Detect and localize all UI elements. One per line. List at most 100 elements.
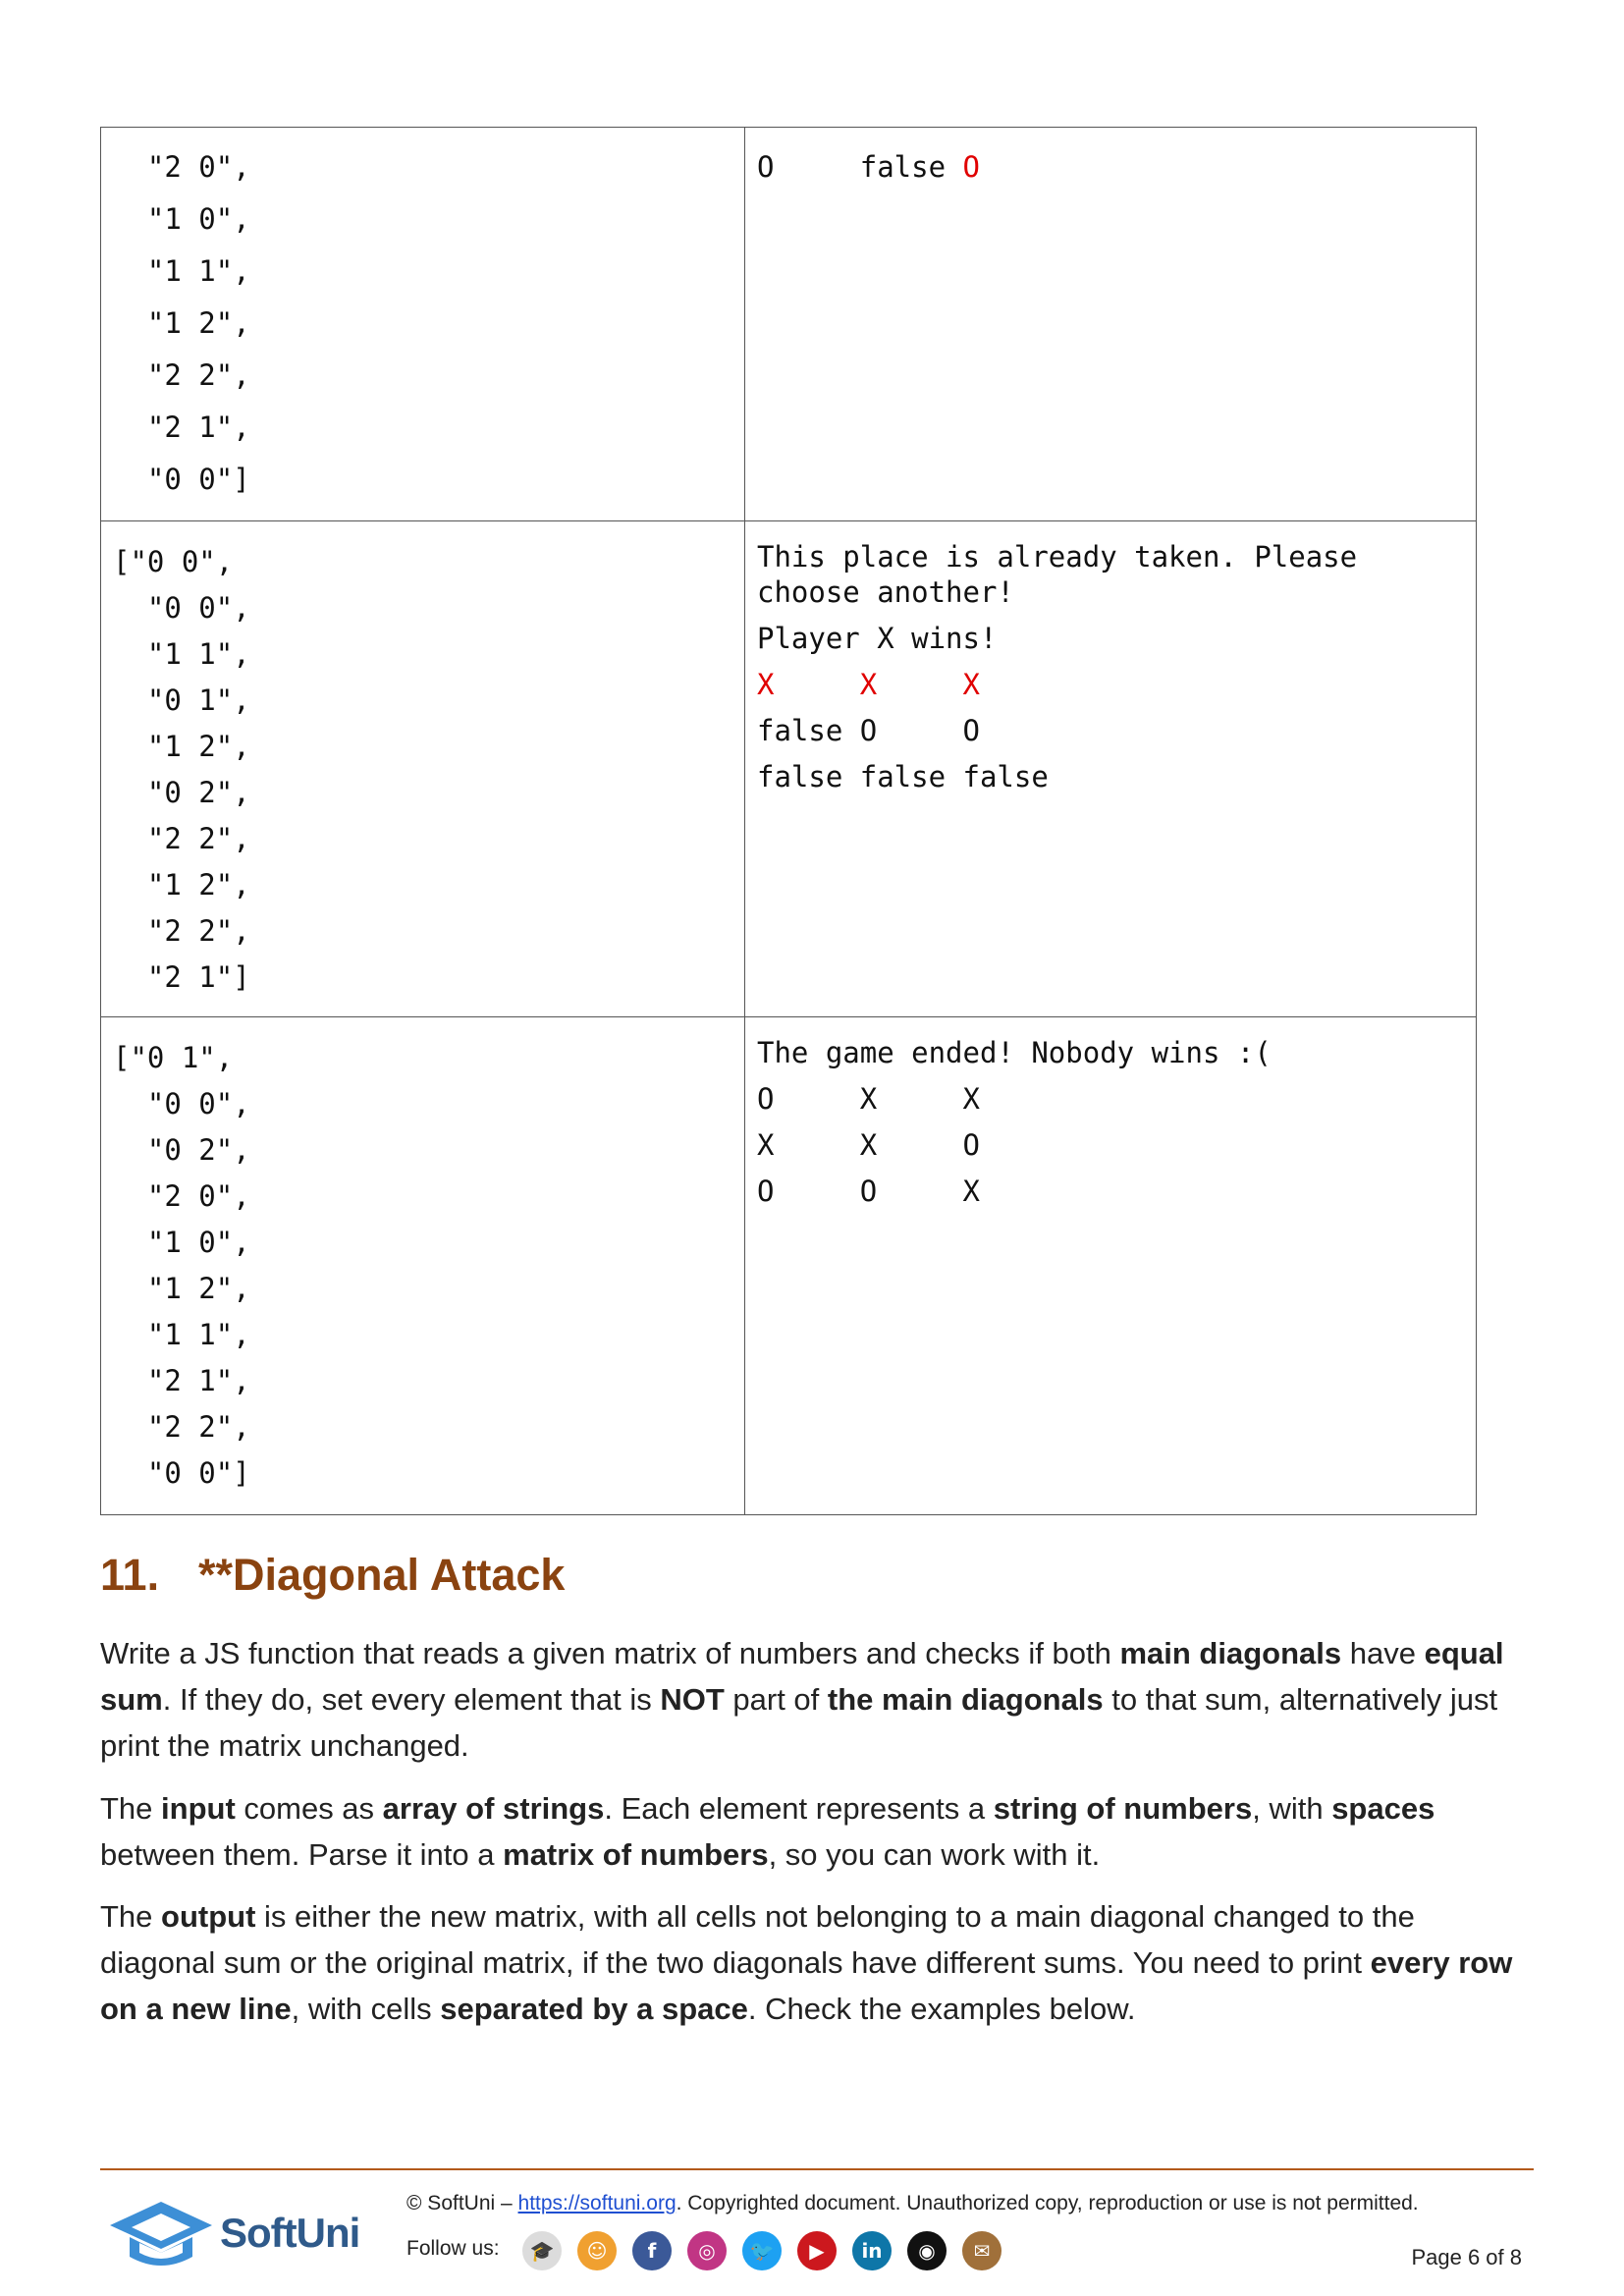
text-run: have: [1341, 1636, 1425, 1670]
input-line: ["0 0",: [113, 545, 234, 578]
twitter-icon[interactable]: 🐦: [742, 2231, 782, 2270]
example-row: "2 0", "1 0", "1 1", "1 2", "2 2", "2 1"…: [100, 127, 1477, 521]
input-line: "1 1",: [113, 1318, 250, 1351]
bold-text: NOT: [660, 1682, 725, 1717]
board-cells: false false false: [757, 760, 1049, 793]
text-run: , with cells: [291, 1992, 441, 2026]
text-run: to that sum, alternatively just print th…: [100, 1682, 1498, 1763]
input-line: "0 0"]: [113, 463, 250, 496]
input-line: "1 1",: [113, 637, 250, 671]
copyright-notice: © SoftUni – https://softuni.org. Copyrig…: [406, 2192, 1419, 2214]
input-line: "2 1"]: [113, 960, 250, 994]
bold-text: array of strings: [382, 1791, 605, 1826]
board-cells: O O X: [757, 1175, 980, 1208]
text-run: , with: [1252, 1791, 1332, 1826]
text-run: . If they do, set every element that is: [162, 1682, 661, 1717]
input-line: "0 1",: [113, 683, 250, 717]
bold-text: every row on a new line: [100, 1945, 1513, 2026]
board-row: O false O: [757, 141, 1464, 193]
section-title: **Diagonal Attack: [198, 1550, 566, 1600]
example-input-cell: "2 0", "1 0", "1 1", "1 2", "2 2", "2 1"…: [100, 127, 745, 521]
text-run: part of: [724, 1682, 828, 1717]
bold-text: string of numbers: [993, 1791, 1253, 1826]
input-line: "0 0",: [113, 1087, 250, 1121]
board-row: O X X: [757, 1081, 1464, 1117]
input-line: "1 2",: [113, 868, 250, 902]
input-line: "2 1",: [113, 410, 250, 444]
text-run: , so you can work with it.: [768, 1837, 1101, 1872]
output-message: Player X wins!: [757, 622, 998, 655]
instagram-icon[interactable]: ◎: [687, 2231, 727, 2270]
example-output-cell: O false O: [744, 127, 1477, 521]
softuni-icon[interactable]: 🎓: [522, 2231, 562, 2270]
input-line: "1 2",: [113, 306, 250, 340]
board-row: X X X: [757, 667, 1464, 702]
example-input-cell: ["0 1", "0 0", "0 2", "2 0", "1 0", "1 2…: [100, 1016, 745, 1515]
example-output-cell: This place is already taken. Please choo…: [744, 520, 1477, 1017]
example-input-cell: ["0 0", "0 0", "1 1", "0 1", "1 2", "0 2…: [100, 520, 745, 1017]
examples-table: "2 0", "1 0", "1 1", "1 2", "2 2", "2 1"…: [100, 127, 1477, 1515]
softuni-logo-text: SoftUni: [220, 2210, 360, 2256]
board-cells: O false: [757, 150, 963, 184]
text-run: comes as: [235, 1791, 383, 1826]
text-run: is either the new matrix, with all cells…: [100, 1899, 1415, 1980]
input-line: "0 2",: [113, 776, 250, 809]
board-cells: X X X: [757, 668, 980, 701]
github-icon[interactable]: ◉: [907, 2231, 947, 2270]
linkedin-icon[interactable]: in: [852, 2231, 892, 2270]
footer-divider: [100, 2168, 1534, 2170]
youtube-icon[interactable]: ▶: [797, 2231, 837, 2270]
input-line: "2 2",: [113, 358, 250, 392]
text-run: The: [100, 1791, 162, 1826]
bold-text: matrix of numbers: [503, 1837, 769, 1872]
board-cells: X X O: [757, 1128, 980, 1162]
output-message: The game ended! Nobody wins :(: [757, 1036, 1272, 1069]
bold-text: spaces: [1331, 1791, 1435, 1826]
facebook-icon[interactable]: f: [632, 2231, 672, 2270]
softuni-logo-icon: [110, 2202, 212, 2266]
mail-icon[interactable]: ✉: [962, 2231, 1001, 2270]
input-line: "2 2",: [113, 914, 250, 948]
bold-text: separated by a space: [440, 1992, 748, 2026]
input-line: "1 0",: [113, 1226, 250, 1259]
input-line: "0 0"]: [113, 1456, 250, 1490]
bold-text: equal sum: [100, 1636, 1504, 1717]
page-number: Page 6 of 8: [1411, 2245, 1522, 2269]
bold-text: input: [161, 1791, 236, 1826]
input-line: "1 0",: [113, 202, 250, 236]
text-run: . Each element represents a: [604, 1791, 994, 1826]
paragraph-3: The output is either the new matrix, wit…: [100, 1893, 1524, 2032]
input-line: "1 2",: [113, 1272, 250, 1305]
paragraph-2: The input comes as array of strings. Eac…: [100, 1785, 1524, 1878]
softuni-creative-icon[interactable]: ☺: [577, 2231, 617, 2270]
bold-text: main diagonals: [1119, 1636, 1342, 1670]
bold-text: output: [161, 1899, 256, 1934]
input-line: "2 2",: [113, 822, 250, 855]
input-line: ["0 1",: [113, 1041, 234, 1074]
output-message: This place is already taken. Please choo…: [757, 540, 1358, 609]
social-links: 🎓 ☺ f ◎ 🐦 ▶ in ◉ ✉: [522, 2231, 1001, 2270]
board-row: O O X: [757, 1174, 1464, 1209]
text-run: . Check the examples below.: [747, 1992, 1136, 2026]
input-line: "1 2",: [113, 730, 250, 763]
text-run: Write a JS function that reads a given m…: [100, 1636, 1120, 1670]
follow-us-label: Follow us:: [406, 2237, 500, 2260]
paragraph-1: Write a JS function that reads a given m…: [100, 1630, 1524, 1769]
input-line: "1 1",: [113, 254, 250, 288]
board-cells: O X X: [757, 1082, 980, 1116]
input-line: "2 2",: [113, 1410, 250, 1444]
example-output-cell: The game ended! Nobody wins :( O X X X X O…: [744, 1016, 1477, 1515]
board-cells: O: [962, 150, 980, 184]
input-line: "2 0",: [113, 150, 250, 184]
section-heading: 11. **Diagonal Attack: [100, 1550, 565, 1601]
section-number: 11.: [100, 1550, 160, 1600]
text-run: between them. Parse it into a: [100, 1837, 504, 1872]
input-line: "2 1",: [113, 1364, 250, 1397]
input-line: "0 0",: [113, 591, 250, 625]
board-row: false O O: [757, 713, 1464, 748]
softuni-link[interactable]: https://softuni.org: [517, 2192, 677, 2214]
input-line: "2 0",: [113, 1179, 250, 1213]
example-row: ["0 0", "0 0", "1 1", "0 1", "1 2", "0 2…: [100, 520, 1477, 1017]
board-cells: false O O: [757, 714, 980, 747]
board-row: false false false: [757, 759, 1464, 794]
